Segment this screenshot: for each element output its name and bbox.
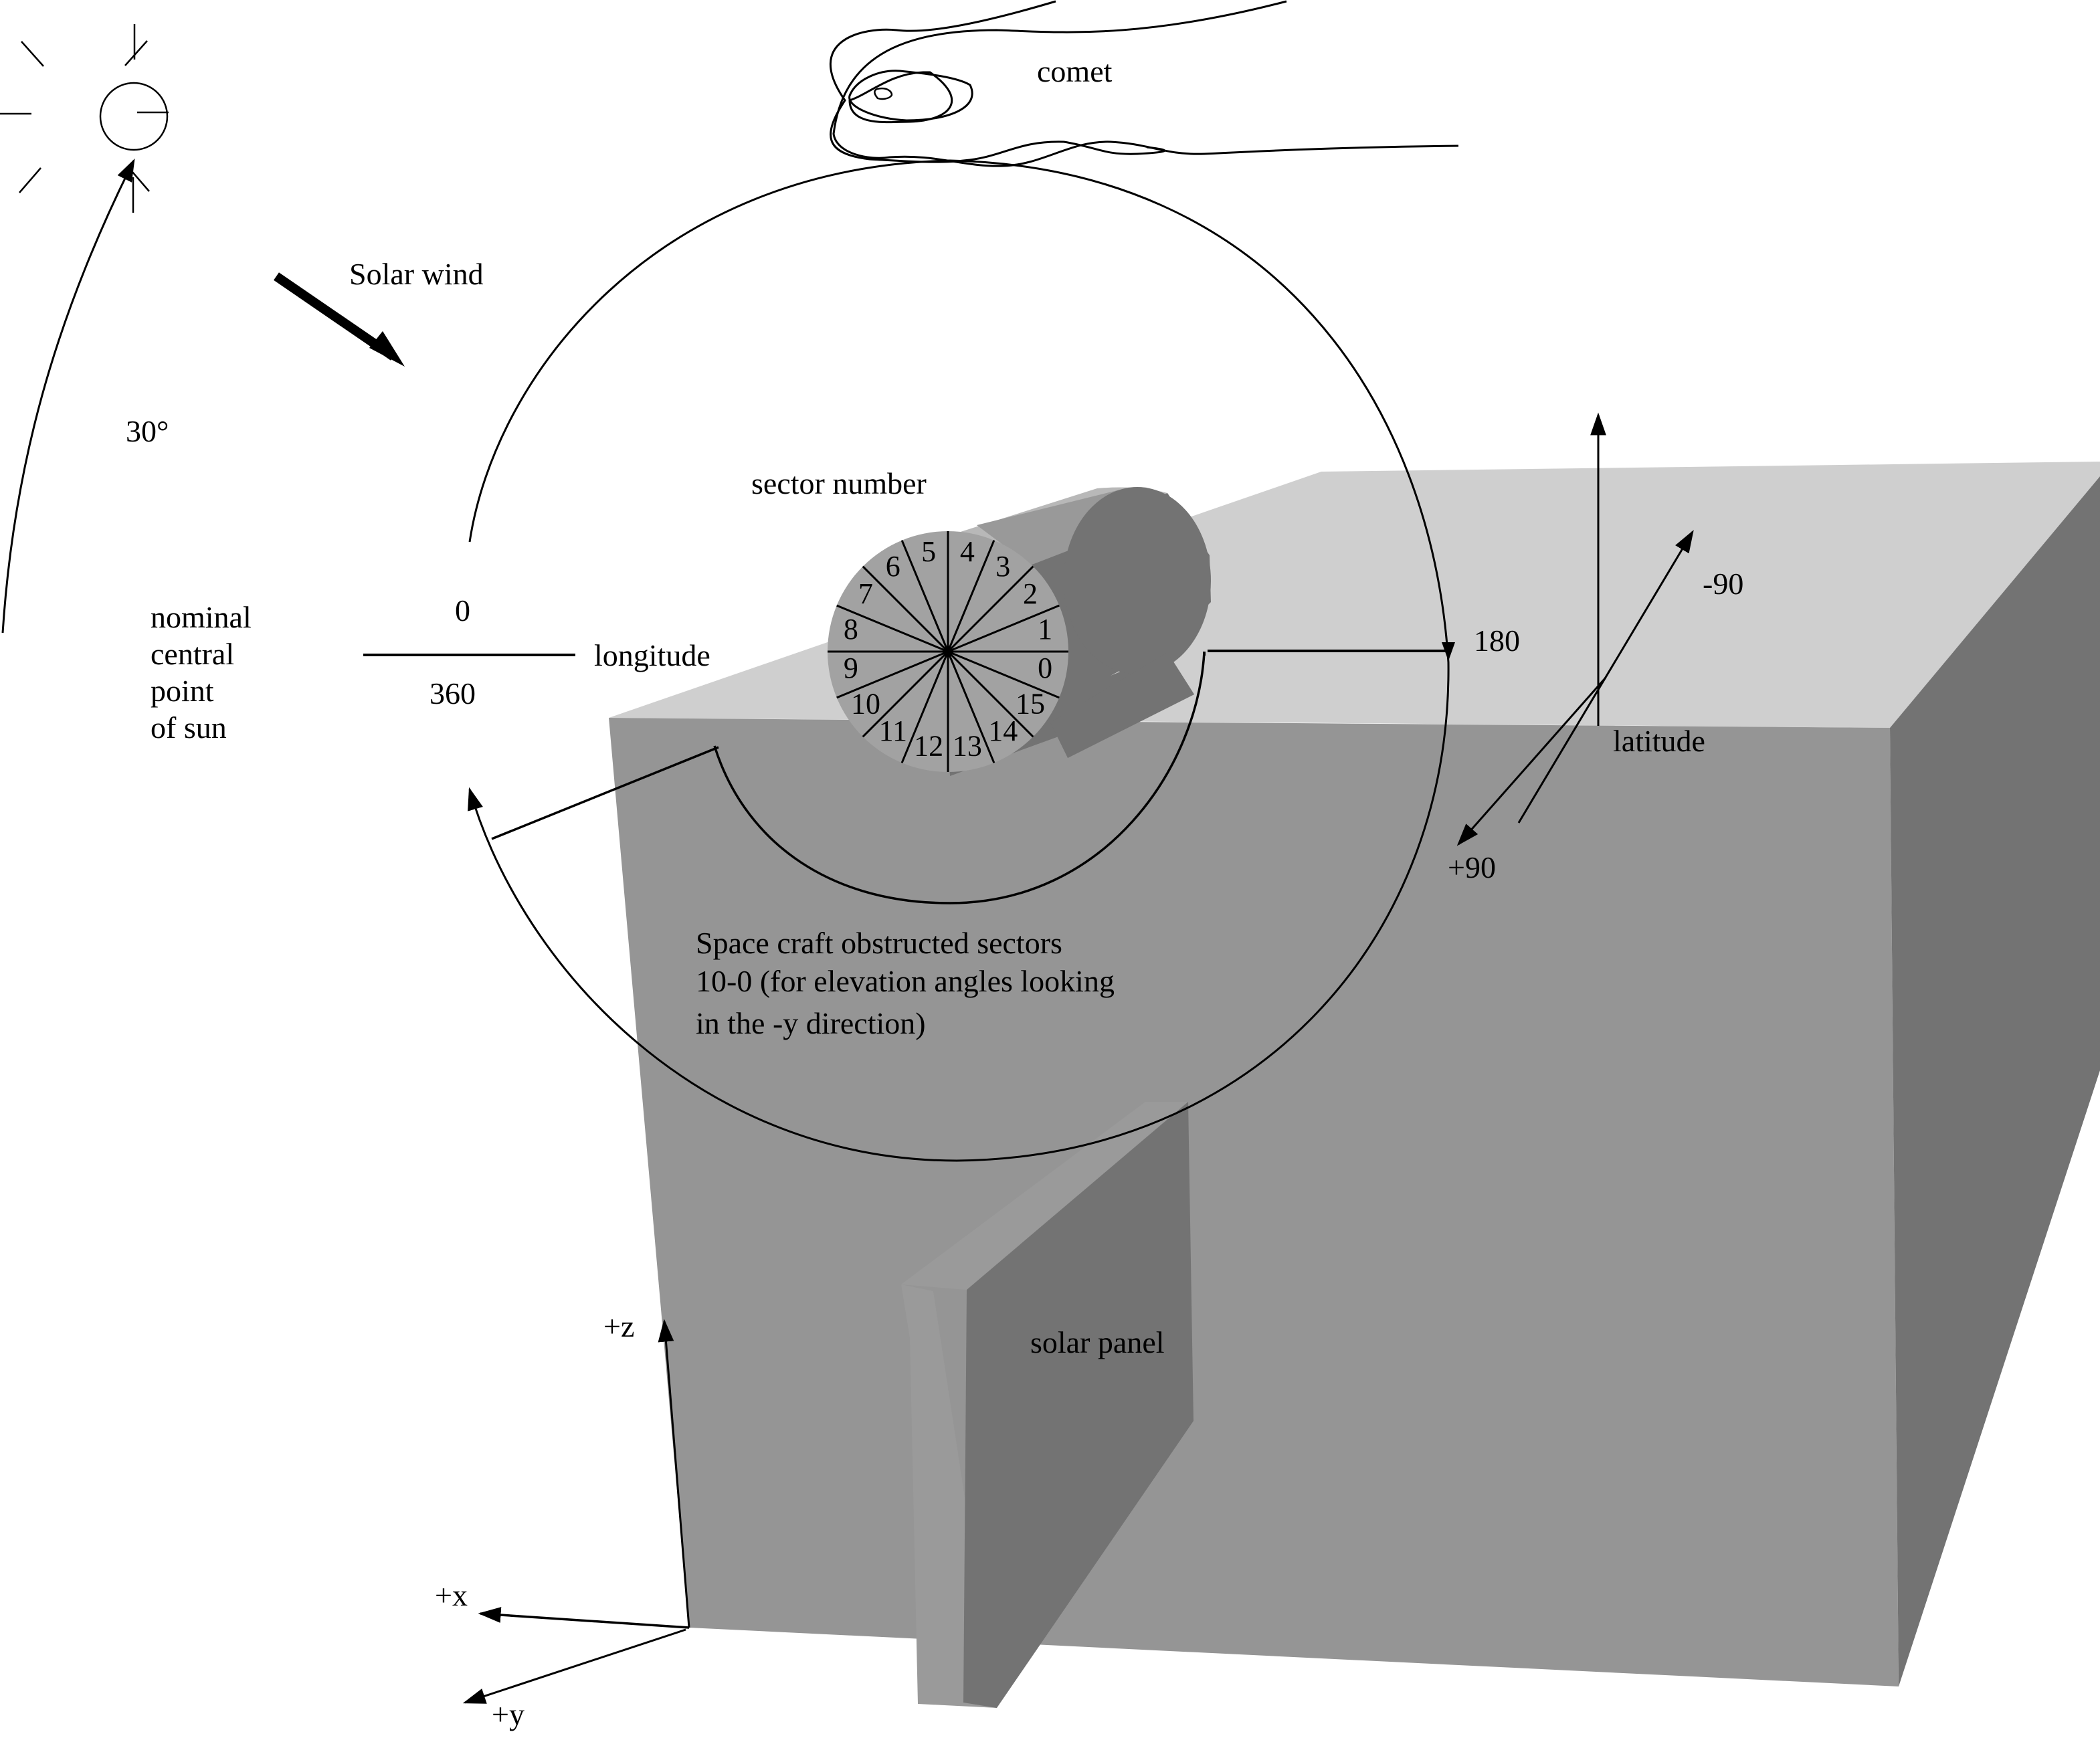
sector-label: 9	[844, 652, 858, 684]
cylinder-notch-fill	[1050, 652, 1194, 758]
sector-label: 12	[914, 729, 943, 762]
sector-divider-line	[947, 565, 1034, 653]
sector-divider-line	[836, 650, 949, 699]
sector-divider-line	[900, 540, 949, 652]
obstructed-sectors-label-2: 10-0 (for elevation angles looking	[696, 964, 1115, 998]
cylinder-back-cap	[1064, 487, 1211, 674]
obstructed-sector-leader	[491, 746, 719, 840]
sector-label: 11	[879, 714, 907, 747]
sector-divider-line	[862, 565, 949, 653]
sector-label: 0	[1038, 652, 1052, 684]
disk-center-dot	[945, 648, 951, 655]
nominal-central-point-label-1: nominal	[151, 600, 252, 634]
longitude-0-label: 0	[455, 593, 470, 627]
solar-wind-label: Solar wind	[349, 257, 484, 291]
sector-divider-line	[836, 604, 949, 653]
nominal-central-point-label-2: central	[151, 637, 234, 671]
sector-divider-line	[947, 540, 995, 652]
solar-panel-top-edge	[901, 1102, 1188, 1290]
sector-label: 6	[886, 550, 900, 583]
sector-label: 2	[1023, 577, 1038, 610]
latitude-plus90-label: +90	[1448, 850, 1496, 884]
angle-30-label: 30°	[126, 414, 169, 448]
axis-y-arrow	[462, 1628, 686, 1704]
sector-divider-line	[947, 650, 1060, 699]
obstructed-sectors-label-1: Space craft obstructed sectors	[696, 926, 1062, 960]
sun-icon	[0, 24, 169, 213]
solar-wind-arrowhead	[369, 331, 405, 367]
sector-label: 15	[1016, 687, 1045, 720]
longitude-label: longitude	[594, 638, 710, 672]
longitude-360-label: 360	[429, 676, 476, 710]
box-top-face	[609, 462, 2100, 728]
sector-label: 13	[953, 729, 982, 762]
sector-label: 4	[960, 535, 975, 568]
sector-number-label: sector number	[751, 466, 927, 500]
axis-x-label: +x	[435, 1578, 468, 1612]
nominal-central-point-label-4: of sun	[151, 710, 227, 745]
longitude-180-arrowhead	[1442, 642, 1455, 661]
axis-z-label: +z	[603, 1309, 634, 1343]
longitude-180-label: 180	[1474, 623, 1520, 658]
sector-divider-line	[947, 604, 1060, 653]
latitude-label: latitude	[1613, 724, 1705, 758]
sector-label: 14	[988, 714, 1018, 747]
nominal-central-point-label-3: point	[151, 674, 214, 708]
box-side-face	[1890, 476, 2100, 1686]
sector-label: 10	[851, 687, 880, 720]
axis-x-arrow	[478, 1607, 690, 1629]
sector-label: 1	[1038, 613, 1052, 646]
axis-y-label: +y	[492, 1697, 524, 1731]
sector-divider-lines	[828, 531, 1068, 772]
solar-panel-label: solar panel	[1030, 1325, 1165, 1359]
sector-label: 5	[921, 535, 936, 568]
sector-divider-line	[947, 650, 1034, 738]
solar-panel	[901, 1102, 1194, 1708]
sector-divider-line	[947, 651, 995, 763]
sector-label: 7	[858, 577, 873, 610]
obstructed-sector-arc	[713, 652, 1206, 904]
sector-label: 8	[844, 613, 858, 646]
latitude-diagonal-arrow-up	[1517, 530, 1694, 824]
sector-divider-line	[862, 650, 949, 738]
latitude-diagonal-arrow-down	[1456, 677, 1607, 846]
obstructed-sectors-label-3: in the -y direction)	[696, 1006, 926, 1040]
axis-z-arrow	[658, 1319, 690, 1628]
elevation-arc-30	[1, 158, 135, 634]
sector-label: 3	[995, 550, 1010, 583]
sector-divider-line	[900, 651, 949, 763]
solar-panel-face	[963, 1102, 1194, 1708]
latitude-minus90-label: -90	[1703, 567, 1743, 601]
comet-icon	[829, 0, 1459, 167]
comet-label: comet	[1037, 54, 1113, 88]
longitude-circle	[468, 159, 1450, 1162]
